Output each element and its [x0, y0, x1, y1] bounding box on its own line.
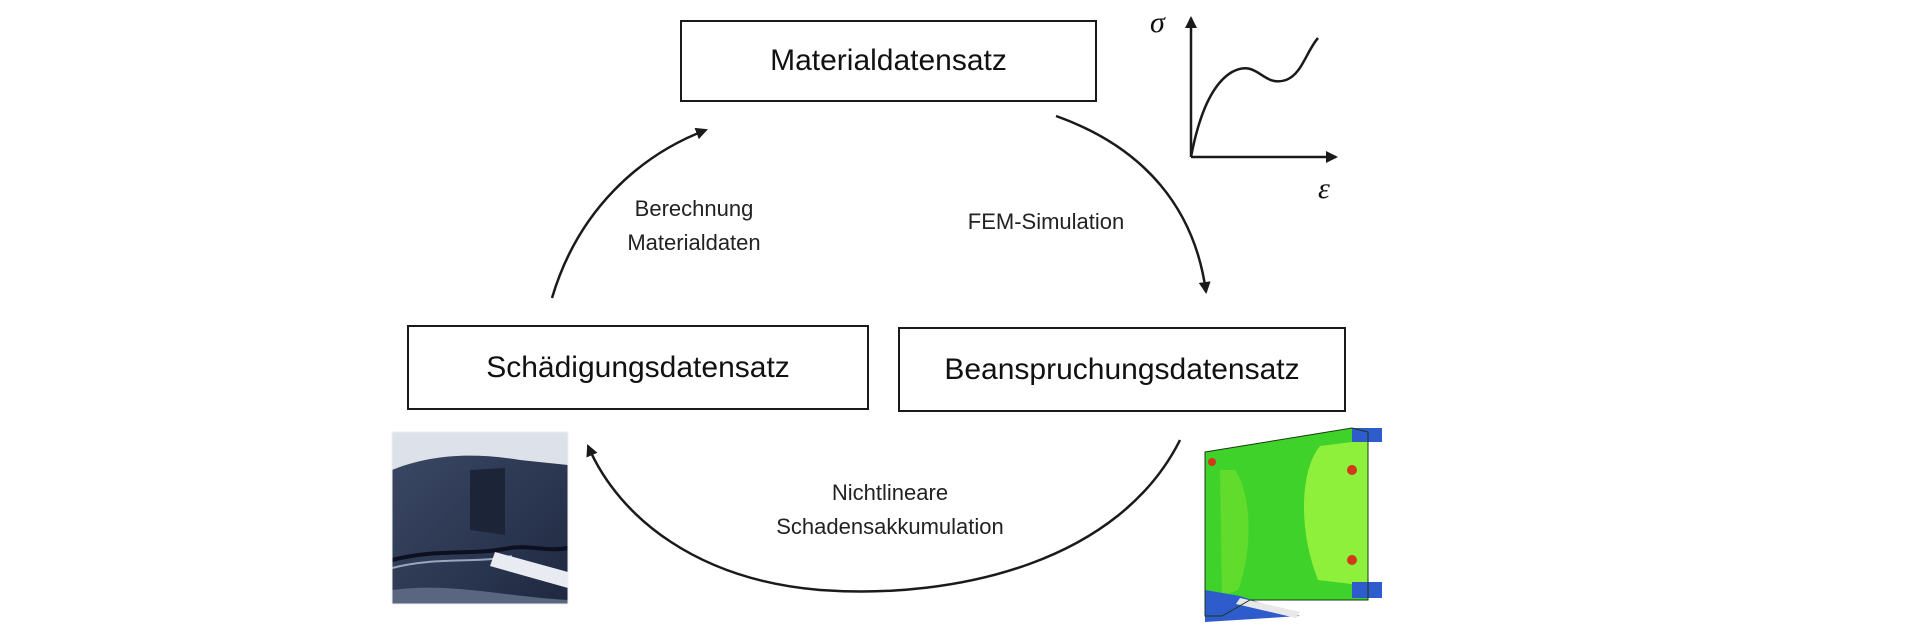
- sigma-symbol: σ: [1150, 6, 1166, 39]
- stress-strain-plot: σ ε: [1150, 6, 1338, 205]
- label-berechnung-materialdaten: Berechnung Materialdaten: [604, 192, 784, 260]
- arrow-berechnung-materialdaten: [550, 127, 708, 299]
- arrow-fem-simulation: [1055, 114, 1211, 294]
- arrow-schadensakkumulation: [586, 439, 1182, 593]
- label-fem-simulation: FEM-Simulation: [946, 205, 1146, 239]
- epsilon-symbol: ε: [1318, 172, 1330, 205]
- box-beanspruchungsdatensatz: Beanspruchungsdatensatz: [898, 327, 1346, 412]
- label-fem-simulation-text: FEM-Simulation: [967, 209, 1125, 234]
- label-schadensakkumulation-text: Schadensakkumulation: [776, 514, 1004, 539]
- label-nichtlineare: Nichtlineare: [831, 480, 949, 505]
- cracked-rubber-part-photo-icon: [391, 431, 569, 605]
- box-schaedigungsdatensatz: Schädigungsdatensatz: [407, 325, 869, 410]
- label-berechnung: Berechnung: [634, 196, 754, 221]
- box-materialdatensatz: Materialdatensatz: [680, 20, 1097, 102]
- fem-stress-contour-image-icon: [1204, 427, 1382, 622]
- label-materialdaten: Materialdaten: [627, 230, 761, 255]
- label-schadensakkumulation: Nichtlineare Schadensakkumulation: [740, 476, 1040, 544]
- stress-strain-curve: [1189, 37, 1319, 158]
